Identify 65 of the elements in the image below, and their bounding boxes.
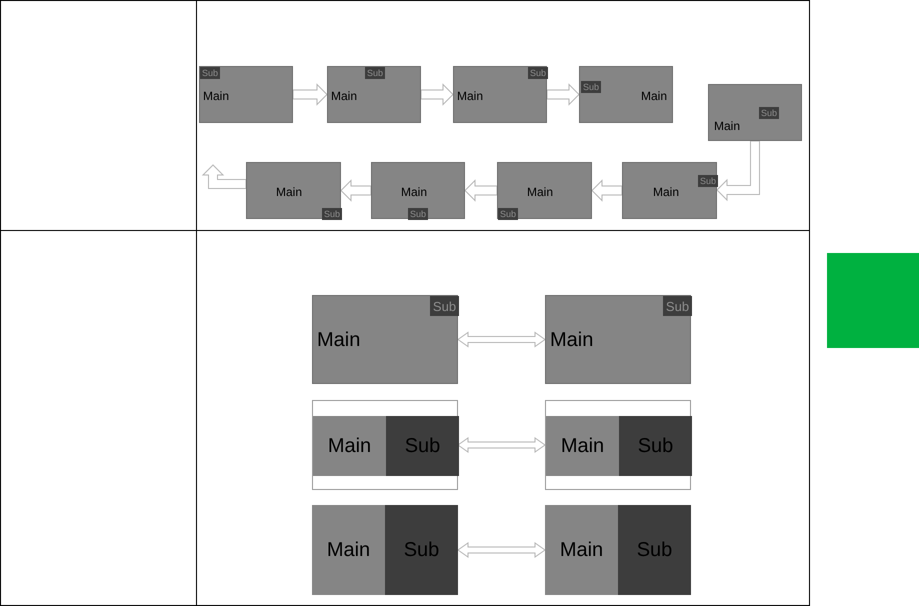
main-label: Main (317, 329, 360, 352)
main-label: Main (527, 185, 554, 199)
sub-label: Sub (366, 68, 383, 78)
main-label: Main (276, 185, 302, 199)
main-screen (453, 66, 547, 123)
sub-label: Sub (760, 108, 777, 118)
sub-window (663, 296, 692, 316)
main-screen (708, 84, 802, 141)
block-arrow (292, 83, 328, 106)
block-arrow (591, 179, 622, 202)
sub-window (386, 416, 459, 476)
block-arrow (202, 164, 246, 189)
main-screen (622, 162, 717, 219)
sub-label: Sub (636, 538, 672, 562)
block-arrow (457, 542, 546, 558)
block-arrow (457, 332, 546, 348)
sub-label: Sub (404, 538, 440, 562)
letterbox-frame (312, 400, 458, 490)
main-label: Main (560, 434, 604, 458)
sub-label: Sub (500, 210, 516, 218)
sub-label: Sub (530, 68, 546, 78)
sub-window (385, 505, 458, 595)
main-label: Main (328, 434, 372, 458)
letterbox-frame (545, 400, 691, 490)
main-window (313, 416, 386, 476)
block-arrow (457, 437, 546, 453)
main-label: Main (641, 89, 668, 103)
main-label: Main (714, 119, 740, 133)
main-window (545, 505, 618, 595)
block-arrow (340, 179, 372, 202)
main-label: Main (326, 538, 370, 562)
main-screen (579, 66, 673, 123)
sub-label: Sub (410, 210, 426, 218)
main-screen (312, 295, 458, 384)
sub-label: Sub (638, 434, 674, 458)
sub-label: Sub (404, 434, 440, 458)
main-label: Main (550, 329, 594, 352)
block-arrow (546, 83, 580, 106)
main-screen (371, 162, 465, 219)
block-arrow (420, 83, 454, 106)
section-tab (827, 253, 919, 348)
sub-label: Sub (202, 68, 218, 78)
sub-label: Sub (432, 300, 456, 312)
main-screen (545, 295, 691, 384)
main-window (312, 505, 385, 595)
main-screen (199, 66, 293, 123)
block-arrow (716, 140, 760, 202)
main-label: Main (653, 185, 680, 199)
main-screen (497, 162, 592, 219)
sub-window (619, 416, 692, 476)
sub-window (430, 296, 459, 316)
sub-label: Sub (324, 210, 340, 218)
main-label: Main (401, 185, 428, 199)
main-label: Main (203, 89, 230, 103)
main-label: Main (457, 89, 484, 103)
main-label: Main (560, 538, 604, 562)
main-window (546, 416, 619, 476)
sub-label: Sub (700, 176, 716, 186)
sub-label: Sub (582, 82, 599, 92)
sub-window (618, 505, 691, 595)
block-arrow (464, 179, 498, 202)
sub-label: Sub (666, 300, 690, 312)
main-label: Main (331, 89, 358, 103)
main-screen (327, 66, 421, 123)
main-screen (246, 162, 341, 219)
